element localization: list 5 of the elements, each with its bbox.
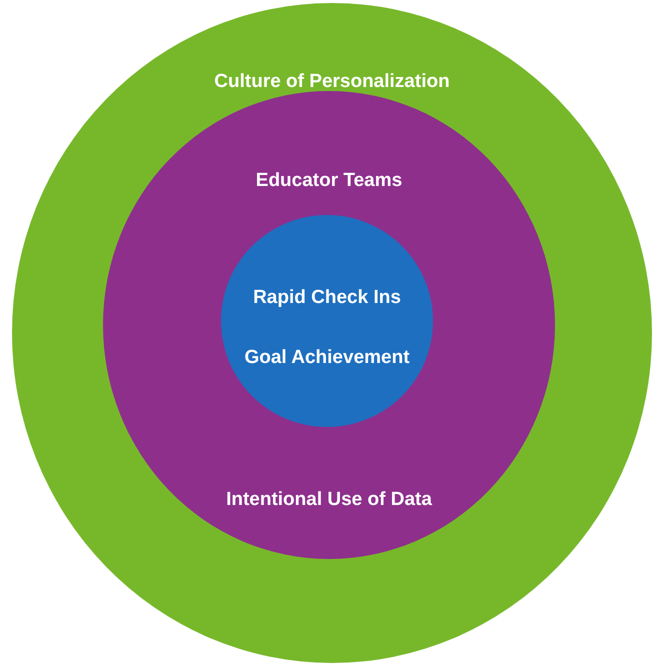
circle-label: Rapid Check Ins [253,287,401,309]
circle-label: Intentional Use of Data [226,489,432,511]
circle-label: Goal Achievement [244,347,410,369]
circle-label: Culture of Personalization [214,71,450,93]
circle-label: Educator Teams [256,170,402,192]
